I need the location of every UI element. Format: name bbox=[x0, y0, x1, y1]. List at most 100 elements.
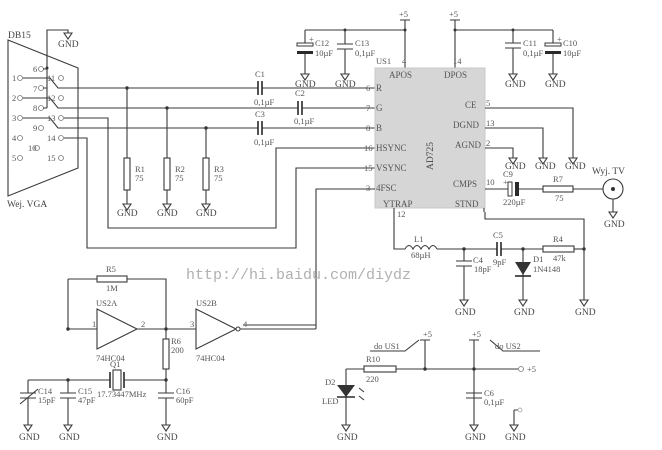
schematic-label: GND bbox=[196, 209, 217, 219]
schematic-label: C15 bbox=[78, 386, 92, 396]
schematic-label: CMPS bbox=[453, 179, 477, 189]
schematic-label: GND bbox=[565, 162, 586, 172]
schematic-label: 2 bbox=[12, 93, 16, 103]
schematic-label: GND bbox=[157, 433, 178, 443]
schematic-label: 220 bbox=[366, 374, 379, 384]
schematic-label: GND bbox=[19, 433, 40, 443]
schematic-label: 0,1µF bbox=[355, 48, 376, 58]
schematic-label: GND bbox=[505, 80, 526, 90]
schematic-label: C13 bbox=[355, 38, 369, 48]
schematic-label: G bbox=[376, 103, 383, 113]
schematic-label: +5 bbox=[472, 329, 481, 339]
schematic-label: US1 bbox=[376, 56, 391, 66]
schematic-label: C2 bbox=[295, 88, 305, 98]
schematic-label: YTRAP bbox=[383, 199, 413, 209]
schematic-label: 74HC04 bbox=[96, 353, 126, 363]
schematic-label: R5 bbox=[106, 264, 116, 274]
schematic-label: GND bbox=[337, 433, 358, 443]
schematic-label: R7 bbox=[553, 174, 563, 184]
connector-label: Wej. VGA bbox=[7, 200, 47, 210]
schematic-label: US2A bbox=[96, 298, 118, 308]
connector-body bbox=[7, 39, 79, 197]
schematic-label: R1 bbox=[135, 164, 145, 174]
schematic-label: 0,1µF bbox=[254, 137, 275, 147]
schematic-label: R3 bbox=[214, 164, 224, 174]
schematic-label: C4 bbox=[473, 255, 484, 265]
svg-text:+: + bbox=[309, 34, 314, 44]
schematic-label: 68µH bbox=[411, 250, 431, 260]
schematic-label: APOS bbox=[389, 70, 412, 80]
schematic-label: +5 bbox=[423, 329, 432, 339]
schematic-label: 4 bbox=[243, 319, 248, 329]
schematic-label: DPOS bbox=[444, 70, 467, 80]
schematic-label: 5 bbox=[486, 98, 490, 108]
tv-output: + C9 220µF R7 75 Wyj. TV GND bbox=[485, 167, 625, 230]
schematic-label: US2B bbox=[196, 298, 217, 308]
schematic-label: GND bbox=[535, 162, 556, 172]
schematic-label: 4 bbox=[12, 133, 17, 143]
schematic-label: 2 bbox=[486, 138, 490, 148]
schematic-label: 11 bbox=[47, 73, 55, 83]
schematic-label: GND bbox=[117, 209, 138, 219]
coupling-caps: C1 0,1µF C2 0,1µF C3 0,1µF bbox=[220, 69, 375, 147]
schematic-label: 15 bbox=[364, 163, 373, 173]
schematic-label: Q1 bbox=[110, 359, 120, 369]
schematic-label: GND bbox=[575, 308, 596, 318]
schematic-label: 17.73447MHz bbox=[97, 389, 147, 399]
schematic-label: 16 bbox=[364, 143, 373, 153]
schematic-label: C11 bbox=[523, 38, 537, 48]
supply-decoupling: +5 + C12 10µF GND C13 0,1µF GND +5 C11 0… bbox=[295, 9, 581, 90]
schematic-label: 10 bbox=[486, 177, 495, 187]
schematic-label: 0,1µF bbox=[484, 397, 505, 407]
schematic-label: 15pF bbox=[38, 395, 56, 405]
schematic-label: GND bbox=[455, 308, 476, 318]
schematic-label: 0,1µF bbox=[294, 116, 315, 126]
schematic-label: 6 bbox=[33, 64, 37, 74]
schematic-label: 9pF bbox=[493, 257, 507, 267]
schematic-label: 12 bbox=[397, 209, 406, 219]
schematic-label: 1N4148 bbox=[533, 264, 560, 274]
schematic-label: GND bbox=[514, 308, 535, 318]
schematic-label: 1 bbox=[92, 319, 96, 329]
schematic-label: R bbox=[376, 83, 382, 93]
schematic-label: R10 bbox=[366, 354, 380, 364]
schematic-label: AGND bbox=[455, 140, 481, 150]
schematic-label: 15 bbox=[47, 153, 56, 163]
ytrap-network: L1 68µH C4 18pF GND C5 9pF D1 1N4148 GND… bbox=[393, 208, 596, 318]
svg-text:+: + bbox=[503, 177, 508, 187]
schematic-label: R4 bbox=[553, 234, 564, 244]
schematic-label: 18pF bbox=[474, 264, 492, 274]
schematic-label: 13 bbox=[486, 118, 495, 128]
schematic-label: 14 bbox=[47, 133, 56, 143]
schematic-label: Wyj. TV bbox=[592, 167, 625, 177]
ic-ground-pins: GND GND GND bbox=[485, 107, 586, 172]
schematic-label: 4FSC bbox=[376, 183, 397, 193]
oscillator: R5 1M US2A 74HC04 1 2 US2B 74HC04 3 4 R6… bbox=[19, 188, 375, 443]
schematic-label: R6 bbox=[171, 336, 181, 346]
schematic-label: C10 bbox=[563, 38, 577, 48]
schematic-label: GND bbox=[295, 80, 316, 90]
schematic-label: 0,1µF bbox=[254, 97, 275, 107]
schematic-label: AD725 bbox=[426, 142, 436, 170]
schematic-label: GND bbox=[335, 80, 356, 90]
schematic-label: C1 bbox=[255, 69, 265, 79]
connector-name: DB15 bbox=[8, 31, 31, 41]
schematic-label: VSYNC bbox=[376, 163, 407, 173]
schematic-label: 1M bbox=[106, 283, 118, 293]
schematic-label: STND bbox=[455, 199, 479, 209]
schematic-label: +5 bbox=[449, 9, 458, 19]
schematic-label: C16 bbox=[176, 386, 190, 396]
schematic-label: +5 bbox=[399, 9, 408, 19]
schematic-label: 10µF bbox=[315, 48, 333, 58]
schematic-label: L1 bbox=[414, 234, 423, 244]
schematic-label: do US2 bbox=[495, 341, 521, 351]
schematic-label: 9 bbox=[33, 123, 37, 133]
schematic-label: 7 bbox=[366, 103, 370, 113]
schematic-label: 75 bbox=[214, 173, 223, 183]
schematic-label: 10 bbox=[28, 143, 37, 153]
schematic-label: 4 bbox=[402, 56, 407, 66]
schematic-label: 2 bbox=[141, 319, 145, 329]
